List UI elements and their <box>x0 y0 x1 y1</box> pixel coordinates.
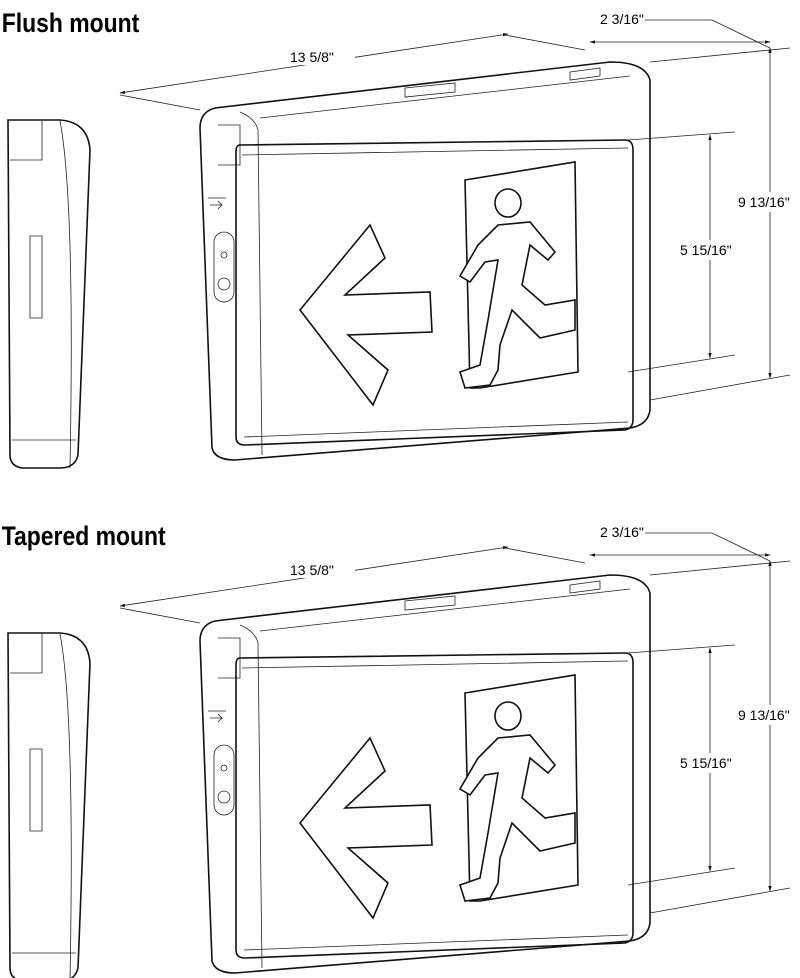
test-switch <box>213 231 235 303</box>
panel-height-dimension-label: 5 15/16" <box>680 755 732 771</box>
left-arrow-icon <box>298 736 433 920</box>
depth-dimension-label: 2 3/16" <box>600 524 644 540</box>
height-dimension-label: 9 13/16" <box>738 194 790 210</box>
width-dimension-label: 13 5/8" <box>290 562 334 578</box>
exit-sign-front-view <box>199 61 651 461</box>
section-title: Flush mount <box>2 8 140 38</box>
side-view <box>7 119 91 469</box>
section-title: Tapered mount <box>2 521 167 551</box>
mount-section: Tapered mount <box>2 521 799 978</box>
exit-sign-front-view <box>199 574 651 974</box>
mount-section: Flush mount <box>2 8 799 469</box>
depth-dimension-label: 2 3/16" <box>600 11 644 27</box>
running-man-icon <box>458 188 576 389</box>
test-switch <box>213 744 235 816</box>
left-arrow-icon <box>298 223 433 407</box>
panel-height-dimension-label: 5 15/16" <box>680 242 732 258</box>
running-man-icon <box>458 701 576 902</box>
dimension-lines <box>119 19 791 401</box>
width-dimension-label: 13 5/8" <box>290 49 334 65</box>
side-view <box>7 632 91 978</box>
height-dimension-label: 9 13/16" <box>738 707 790 723</box>
